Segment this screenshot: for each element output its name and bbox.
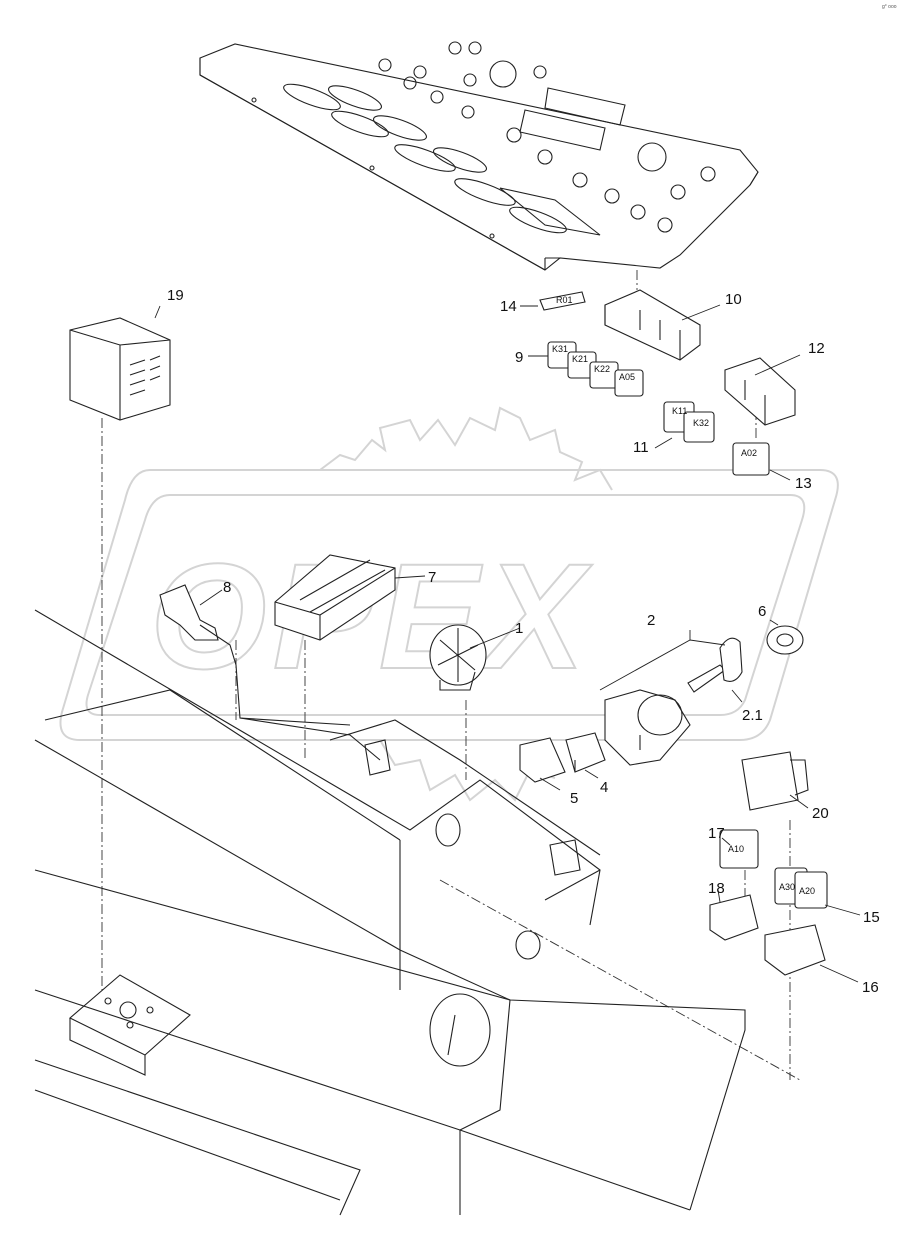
relay-base-10 (604, 289, 701, 361)
callout-6: 6 (758, 603, 766, 620)
relay-group-11: K11 K32 (663, 401, 715, 443)
callout-4: 4 (600, 779, 608, 796)
relay-group-9: K31 K21 K22 A05 (547, 341, 644, 397)
callout-15: 15 (863, 909, 880, 926)
corner-mark: g° ooo (882, 4, 897, 10)
svg-text:A20: A20 (799, 886, 815, 896)
relay-base-16 (764, 924, 826, 976)
svg-text:A10: A10 (728, 844, 744, 854)
callout-10: 10 (725, 291, 742, 308)
switch-5 (519, 737, 566, 783)
key-2-1 (687, 637, 743, 693)
callout-20: 20 (812, 805, 829, 822)
callout-2-1: 2.1 (742, 707, 763, 724)
callout-19: 19 (167, 287, 184, 304)
cap-20 (741, 751, 809, 811)
callout-9: 9 (515, 349, 523, 366)
watermark-ring (59, 469, 839, 741)
callout-1: 1 (515, 620, 523, 637)
callout-14: 14 (500, 298, 517, 315)
dashboard-housing (34, 609, 746, 1216)
callout-13: 13 (795, 475, 812, 492)
callout-7: 7 (428, 569, 436, 586)
watermark-gear (319, 406, 613, 491)
relay-17: A10 (719, 829, 759, 869)
callout-8: 8 (223, 579, 231, 596)
switch-4 (565, 732, 606, 773)
svg-text:K31: K31 (552, 344, 568, 354)
watermark-ring-inner (85, 494, 806, 716)
leader-lines (154, 304, 861, 983)
callout-2: 2 (647, 612, 655, 629)
relay-group-15: A30 A20 (774, 867, 828, 909)
relay-base-12 (724, 357, 796, 426)
sensor-8 (159, 584, 351, 726)
control-box-19 (69, 317, 171, 421)
watermark-logo: OPEX (59, 406, 839, 802)
callout-11: 11 (633, 439, 649, 456)
instrument-panel (199, 41, 759, 271)
svg-text:K21: K21 (572, 354, 588, 364)
callout-5: 5 (570, 790, 578, 807)
callout-12: 12 (808, 340, 825, 357)
callout-18: 18 (708, 880, 725, 897)
callout-17: 17 (708, 825, 725, 842)
ignition-switch-2 (604, 689, 691, 766)
svg-text:A05: A05 (619, 372, 635, 382)
callout-16: 16 (862, 979, 879, 996)
svg-text:A02: A02 (741, 448, 757, 458)
cover-1 (429, 624, 487, 691)
relay-13: A02 (732, 442, 770, 476)
svg-text:A30: A30 (779, 882, 795, 892)
watermark-gear-bottom (379, 739, 556, 802)
callout-labels: 19 14 10 9 12 11 13 7 8 1 2 2.1 6 4 5 20… (167, 287, 880, 996)
svg-text:R01: R01 (556, 295, 573, 305)
relay-base-18 (709, 894, 759, 941)
terminal-block-7 (274, 554, 396, 641)
watermark-text: OPEX (150, 532, 593, 700)
resistor-14: R01 (539, 291, 586, 311)
svg-text:K32: K32 (693, 418, 709, 428)
ring-6 (766, 625, 804, 655)
svg-text:K22: K22 (594, 364, 610, 374)
svg-text:K11: K11 (672, 406, 687, 416)
